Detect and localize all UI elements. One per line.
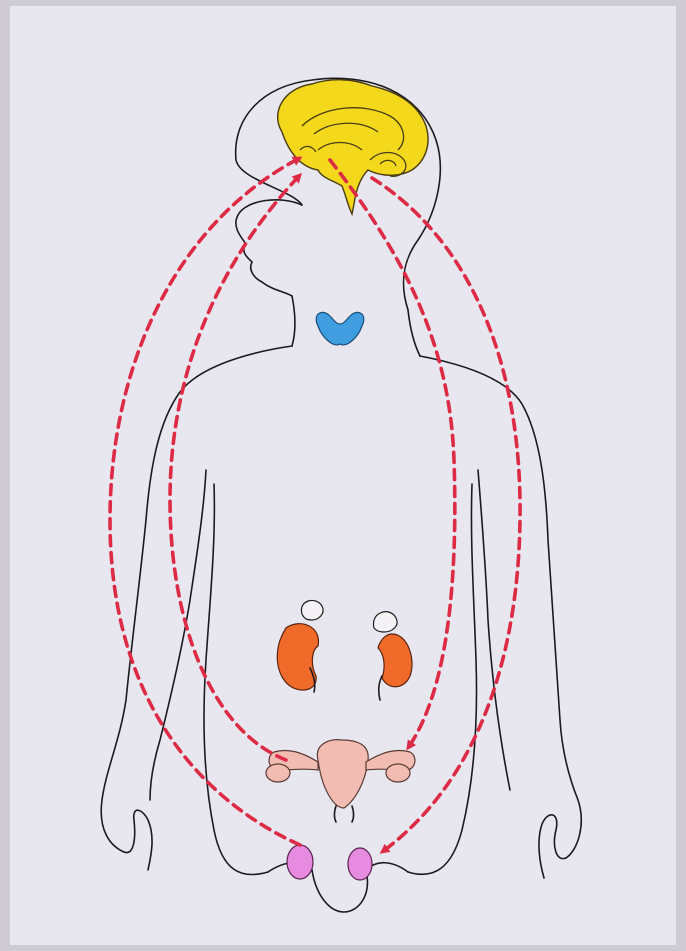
diagram-sheet [0, 0, 686, 951]
endocrine-feedback-diagram [0, 0, 686, 951]
